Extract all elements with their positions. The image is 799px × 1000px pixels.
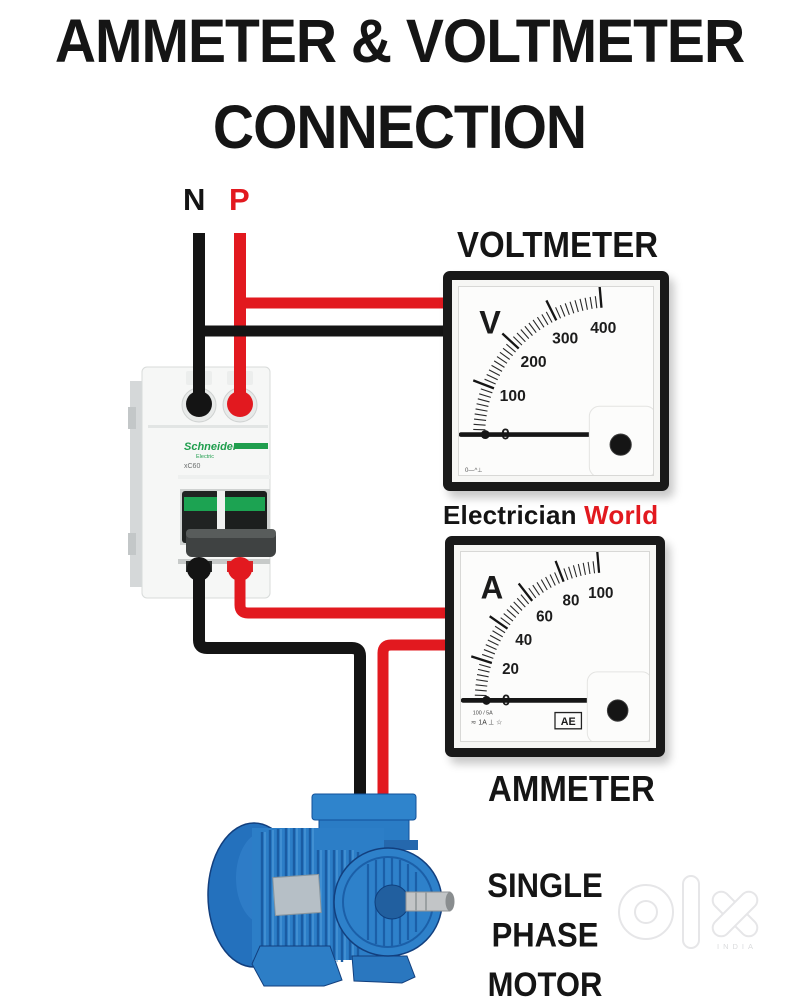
breaker-brand-sub: Electric (196, 454, 214, 460)
breaker-bottom-terminal-phase (228, 557, 252, 581)
motor-nameplate (272, 873, 322, 917)
olx-l-icon (682, 875, 700, 949)
meter-brand: AE (561, 716, 576, 728)
rating-symbols: ≂ 1A ⊥ ☆ (471, 719, 503, 727)
shaft-tip (445, 892, 455, 911)
breaker-model: xC60 (184, 463, 200, 470)
neutral-wire-to-motor (193, 566, 366, 802)
breaker-brand: Schneider (184, 441, 238, 453)
unit-letter: A (481, 569, 504, 606)
breaker-bottom-terminal-neutral (187, 557, 211, 581)
motor-foot-rear (251, 945, 343, 987)
voltmeter-label: VOLTMETER (457, 224, 659, 265)
single-phase-motor (202, 778, 468, 990)
meter-footnote: 0—^⊥ (465, 467, 483, 474)
scale-label: 20 (502, 661, 519, 678)
breaker-top-terminal-neutral (186, 391, 212, 417)
needle-counterweight (480, 430, 490, 440)
olx-watermark: INDIA (618, 875, 759, 951)
scale-label: 60 (536, 608, 553, 625)
motor-graphic (207, 793, 455, 987)
shaft-hub (374, 884, 410, 920)
voltmeter: 0100200300400V0—^⊥ (443, 271, 669, 491)
circuit-breaker: Schneider Electric xC60 (128, 363, 276, 603)
scale-label: 400 (590, 320, 616, 337)
watermark-country: INDIA (717, 942, 757, 951)
motor-label: SINGLE PHASE MOTOR (430, 862, 660, 1000)
scale-label: 40 (515, 632, 532, 649)
circuit-breaker-graphic: Schneider Electric xC60 (128, 366, 276, 599)
motor-foot-front (351, 955, 416, 984)
page-title-line2: CONNECTION (212, 93, 587, 163)
scale-minor-ticks (474, 561, 596, 697)
ammeter: 020406080100A100 / 5A≂ 1A ⊥ ☆AE (445, 536, 665, 757)
breaker-top-terminal-phase (227, 391, 253, 417)
ammeter-wire-to-motor (377, 639, 458, 802)
unit-letter: V (479, 304, 501, 340)
scale-label: 200 (521, 354, 547, 371)
scale-label: 80 (563, 592, 580, 609)
ammeter-label: AMMETER (488, 768, 655, 809)
olx-o-icon (618, 884, 674, 940)
credit-part1: Electrician (443, 500, 585, 530)
junction-box-lid (311, 793, 417, 821)
scale-minor-ticks (473, 296, 598, 431)
scale-label: 100 (500, 388, 526, 405)
zero-adjust-knob (609, 433, 632, 456)
scale-label: 300 (552, 330, 578, 347)
phase-wire-to-ammeter (234, 566, 458, 619)
ratio-text: 100 / 5A (473, 711, 493, 717)
voltmeter-gauge: 0100200300400V0—^⊥ (459, 287, 653, 475)
credit-text: Electrician World (443, 500, 658, 531)
zero-adjust-knob (606, 699, 629, 722)
phase-label: P (229, 182, 250, 217)
motor-label-line2: MOTOR (487, 965, 603, 1000)
page-title-line1: AMMETER & VOLTMETER (54, 7, 745, 77)
neutral-label: N (183, 182, 206, 217)
brand-bar (234, 443, 268, 449)
credit-part2: World (584, 500, 659, 530)
scale-label: 100 (588, 585, 613, 602)
needle-counterweight (482, 695, 491, 705)
ammeter-gauge: 020406080100A100 / 5A≂ 1A ⊥ ☆AE (461, 552, 649, 741)
brand-box (554, 711, 583, 730)
motor-label-line1: SINGLE PHASE (487, 866, 603, 955)
